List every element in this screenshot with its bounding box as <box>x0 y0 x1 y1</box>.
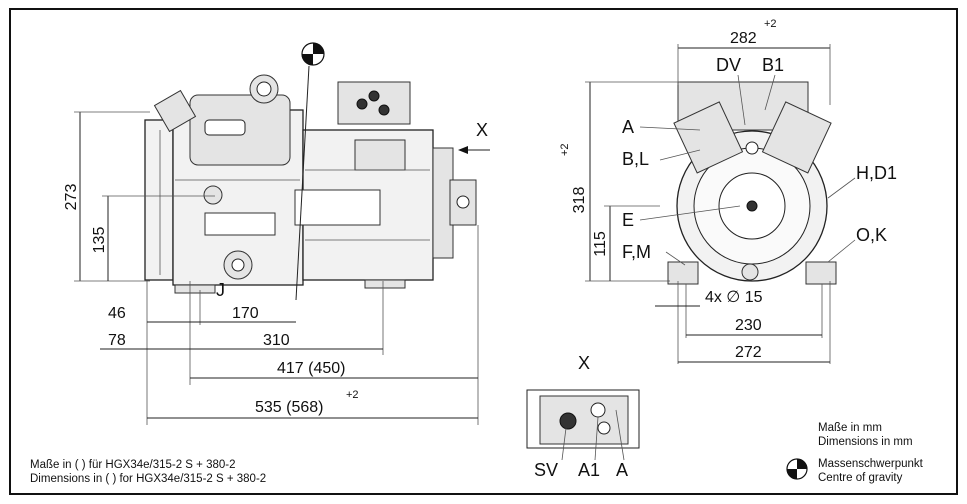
label-e: E <box>622 210 634 230</box>
compressor-side-body <box>144 74 477 294</box>
dim-310: 310 <box>263 332 290 349</box>
dim-170: 170 <box>232 305 259 322</box>
cog-de: Massenschwerpunkt <box>818 458 924 470</box>
units-en: Dimensions in mm <box>818 436 913 448</box>
dim-318: 318 <box>571 187 588 214</box>
notes-block: Maße in ( ) für HGX34e/315-2 S + 380-2 D… <box>30 422 924 485</box>
sheet-frame <box>9 8 958 495</box>
centre-of-gravity-icon <box>786 458 808 480</box>
label-a-detail: A <box>616 460 628 480</box>
detail-x-view: X SV A1 A <box>526 353 640 480</box>
side-cog-marker <box>295 42 325 301</box>
label-sv: SV <box>534 460 558 480</box>
note-en: Dimensions in ( ) for HGX34e/315-2 S + 3… <box>30 473 266 485</box>
tol-318: +2 <box>559 143 571 156</box>
label-b1: B1 <box>762 55 784 75</box>
label-j: J <box>216 280 225 300</box>
dim-46: 46 <box>108 305 126 322</box>
dim-115: 115 <box>592 231 609 257</box>
dim-holes: 4x ∅ 15 <box>705 289 763 306</box>
tol-282: +2 <box>764 18 777 30</box>
side-view: 273 135 46 170 78 310 417 (450) 535 (568… <box>63 42 490 425</box>
label-bl: B,L <box>622 149 649 169</box>
dim-78: 78 <box>108 332 126 349</box>
dim-230: 230 <box>735 317 762 334</box>
label-ok: O,K <box>856 225 887 245</box>
label-x: X <box>476 120 488 140</box>
note-de: Maße in ( ) für HGX34e/315-2 S + 380-2 <box>30 459 236 471</box>
dim-135: 135 <box>91 227 108 254</box>
dim-282: 282 <box>730 30 757 47</box>
label-a: A <box>622 117 634 137</box>
units-de: Maße in mm <box>818 422 882 434</box>
label-fm: F,M <box>622 242 651 262</box>
dim-272: 272 <box>735 344 762 361</box>
label-dv: DV <box>716 55 741 75</box>
detail-x-title: X <box>578 353 590 373</box>
label-a1: A1 <box>578 460 600 480</box>
dim-273: 273 <box>63 184 80 211</box>
label-hd1: H,D1 <box>856 163 897 183</box>
view-arrow-x-icon <box>458 146 490 154</box>
dim-417: 417 (450) <box>277 360 346 377</box>
cog-en: Centre of gravity <box>818 472 903 484</box>
dim-535: 535 (568) <box>255 399 324 416</box>
compressor-front-body <box>667 81 837 285</box>
tol-535: +2 <box>346 389 359 401</box>
front-view: 282 +2 318 +2 115 4x ∅ 15 230 272 DV B1 … <box>559 18 897 364</box>
